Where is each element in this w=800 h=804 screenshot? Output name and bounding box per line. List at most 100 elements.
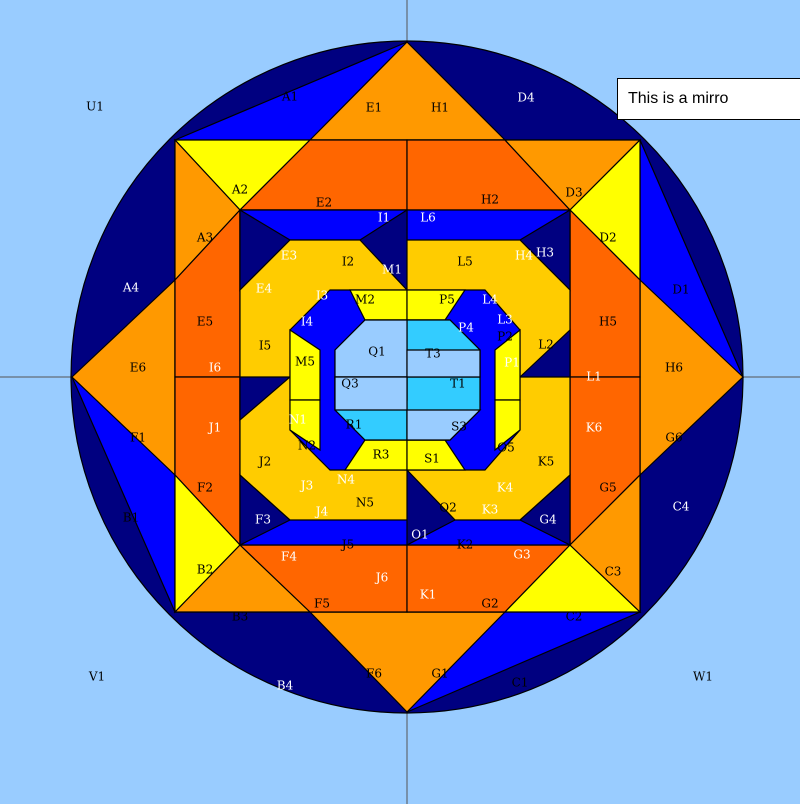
i1-navy — [359, 208, 408, 292]
piece-label-l1: L1 — [586, 370, 602, 384]
piece-label-i1: I1 — [378, 211, 390, 225]
piece-label-b2: B2 — [197, 563, 213, 577]
piece-label-f3: F3 — [255, 513, 271, 527]
piece-label-h4: H4 — [515, 249, 533, 263]
piece-label-a1: A1 — [281, 90, 298, 104]
piece-label-f2: F2 — [197, 481, 213, 495]
piece-label-u1: U1 — [86, 100, 104, 114]
piece-label-j4: J4 — [314, 505, 329, 519]
piece-label-d1: D1 — [672, 283, 689, 297]
piece-label-o2: O2 — [439, 501, 456, 515]
piece-label-j2: J2 — [257, 455, 271, 469]
piece-label-g3: G3 — [513, 548, 530, 562]
piece-label-v1: V1 — [88, 670, 105, 684]
piece-label-f4: F4 — [281, 550, 297, 564]
piece-label-g5: G5 — [599, 481, 616, 495]
piece-label-i6: I6 — [209, 361, 221, 375]
piece-label-k5: K5 — [538, 455, 555, 469]
piece-label-d2: D2 — [599, 231, 616, 245]
piece-label-g4: G4 — [539, 513, 557, 527]
piece-label-k1: K1 — [420, 588, 437, 602]
piece-label-n2: N2 — [298, 439, 316, 453]
mirror-note: This is a mirro — [617, 78, 800, 120]
piece-label-l3: L3 — [497, 313, 513, 327]
piece-label-e4: E4 — [256, 282, 273, 296]
piece-label-a3: A3 — [196, 231, 213, 245]
piece-label-p4: P4 — [458, 321, 474, 335]
q1-pale — [334, 319, 408, 378]
piece-label-k4: K4 — [497, 481, 514, 495]
piece-label-i3: I3 — [316, 289, 328, 303]
piece-label-i2: I2 — [342, 255, 354, 269]
piece-label-t1: T1 — [450, 377, 466, 391]
piece-label-e1: E1 — [366, 101, 382, 115]
piece-label-e6: E6 — [130, 361, 146, 375]
j1-navy — [239, 376, 292, 422]
piece-label-c1: C1 — [512, 676, 529, 690]
piece-label-l5: L5 — [457, 255, 473, 269]
piece-label-r1: R1 — [346, 418, 363, 432]
piece-label-d3: D3 — [565, 186, 582, 200]
piece-label-g1: G1 — [431, 667, 448, 681]
piece-label-n5: N5 — [356, 496, 374, 510]
piece-label-q3: Q3 — [341, 377, 358, 391]
piece-label-e5: E5 — [197, 315, 213, 329]
piece-label-j1: J1 — [207, 421, 221, 435]
l1-navy — [518, 328, 571, 378]
piece-label-h2: H2 — [481, 193, 499, 207]
piece-label-a2: A2 — [231, 183, 248, 197]
piece-label-f1: F1 — [130, 431, 146, 445]
piece-label-o1: O1 — [411, 528, 428, 542]
piece-label-p5: P5 — [439, 293, 455, 307]
piece-label-r3: R3 — [373, 448, 390, 462]
piece-label-s3: S3 — [451, 420, 467, 434]
n2-yellow — [289, 399, 321, 452]
piece-label-j3: J3 — [299, 479, 313, 493]
piece-label-i4: I4 — [301, 315, 314, 329]
piece-label-h1: H1 — [431, 101, 449, 115]
piece-label-j5: J5 — [340, 538, 354, 552]
piece-label-g6: G6 — [665, 431, 682, 445]
piece-label-h6: H6 — [665, 361, 683, 375]
piece-label-b1: B1 — [123, 511, 139, 525]
piece-label-l6: L6 — [420, 211, 436, 225]
piece-label-c3: C3 — [605, 565, 622, 579]
piece-label-o5: O5 — [497, 441, 514, 455]
piece-label-p1: P1 — [504, 356, 520, 370]
piece-label-e3: E3 — [281, 249, 297, 263]
c3-orange — [569, 473, 641, 614]
piece-label-l4: L4 — [482, 293, 498, 307]
piece-label-d4: D4 — [517, 91, 535, 105]
piece-label-w1: W1 — [693, 670, 713, 684]
piece-label-f5: F5 — [314, 597, 330, 611]
piece-label-k2: K2 — [457, 538, 474, 552]
piece-label-b4: B4 — [277, 679, 294, 693]
piece-label-m1: M1 — [382, 263, 402, 277]
piece-label-m2: M2 — [355, 293, 375, 307]
piece-label-m5: M5 — [295, 355, 315, 369]
piece-label-j6: J6 — [374, 571, 388, 585]
piece-label-c4: C4 — [673, 500, 690, 514]
piece-label-k6: K6 — [586, 421, 603, 435]
piece-label-k3: K3 — [482, 503, 499, 517]
t1-pale — [406, 349, 481, 378]
piece-label-p2: P2 — [497, 330, 513, 344]
piece-label-h3: H3 — [536, 246, 554, 260]
piece-label-g2: G2 — [481, 597, 498, 611]
piece-label-f6: F6 — [366, 667, 382, 681]
piece-label-l2: L2 — [538, 338, 554, 352]
s1-pale — [406, 409, 482, 441]
piece-label-n1: N1 — [289, 413, 307, 427]
piece-label-n4: N4 — [337, 473, 356, 487]
piece-label-i5: I5 — [259, 339, 271, 353]
piece-label-e2: E2 — [316, 196, 332, 210]
piece-label-h5: H5 — [599, 315, 617, 329]
piece-label-c2: C2 — [566, 610, 583, 624]
piece-label-b3: B3 — [232, 610, 248, 624]
piece-label-q1: Q1 — [368, 345, 385, 359]
k1-navy — [406, 468, 456, 546]
piece-label-s1: S1 — [424, 452, 440, 466]
piece-label-t3: T3 — [425, 347, 441, 361]
piece-label-a4: A4 — [122, 281, 140, 295]
